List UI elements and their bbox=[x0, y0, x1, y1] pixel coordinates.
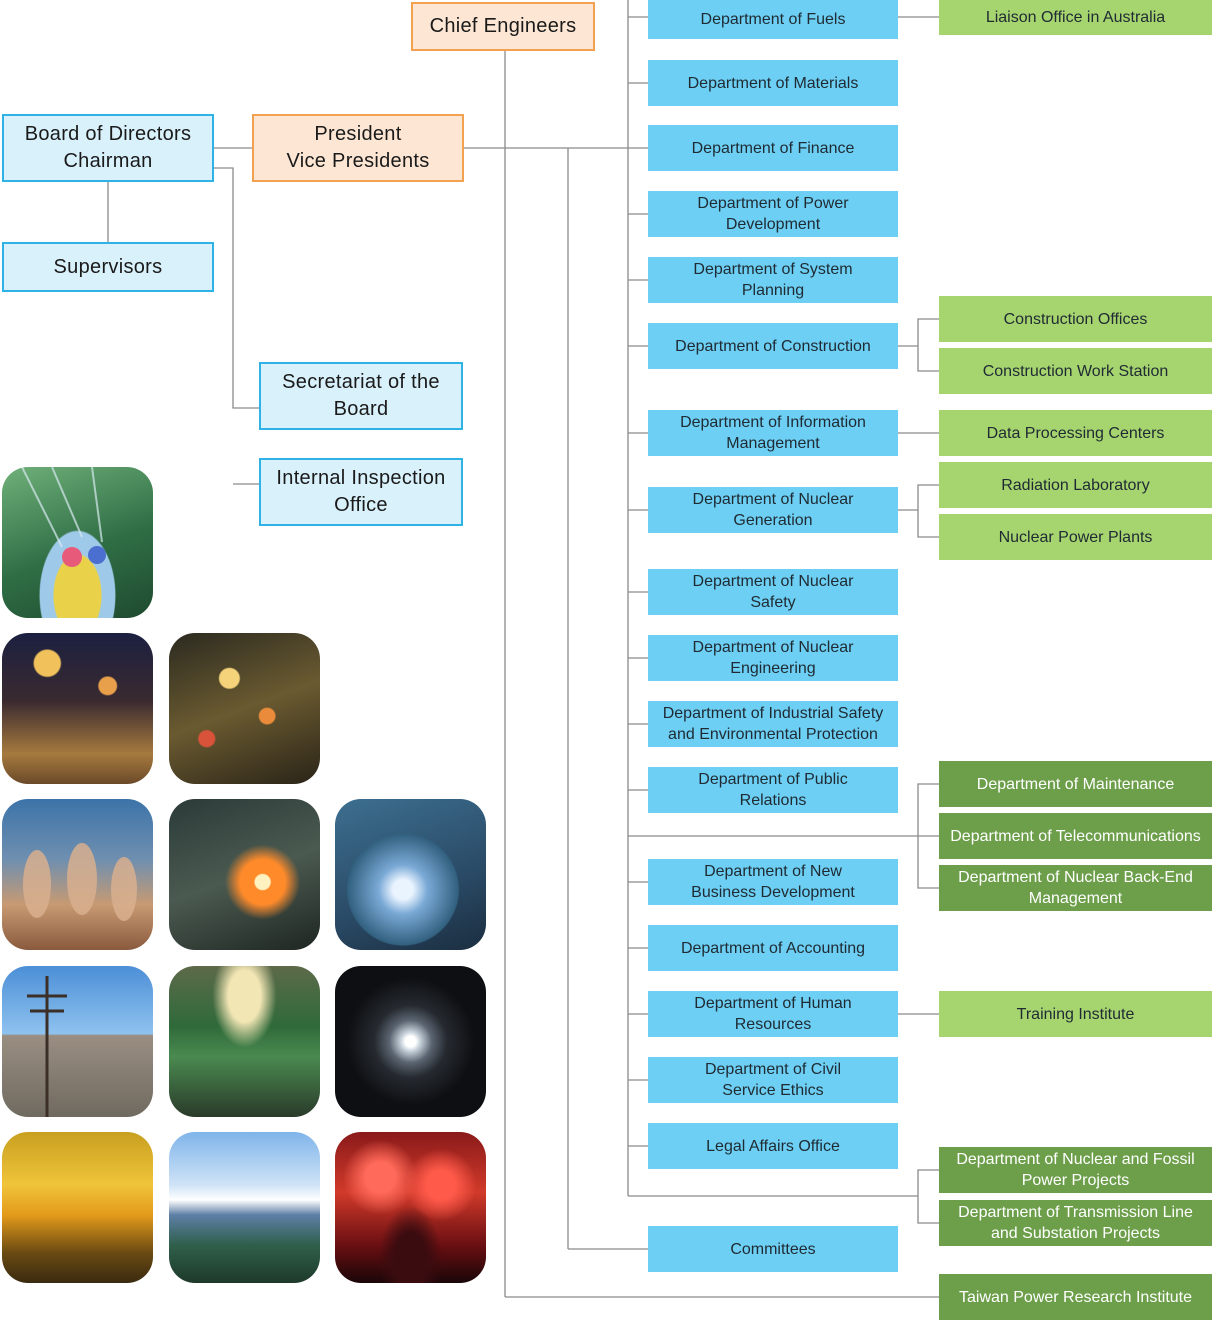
department-box: Department of Construction bbox=[648, 323, 898, 369]
research-institute-box: Taiwan Power Research Institute bbox=[939, 1274, 1212, 1320]
nuclear-power-plants-box: Nuclear Power Plants bbox=[939, 514, 1212, 560]
welder-photo bbox=[169, 799, 320, 950]
department-box: Department of Public Relations bbox=[648, 767, 898, 813]
department-box: Department of Information Management bbox=[648, 410, 898, 456]
radiation-laboratory-box: Radiation Laboratory bbox=[939, 462, 1212, 508]
sunset-turbines-photo bbox=[2, 1132, 153, 1283]
internal-inspection-box: Internal Inspection Office bbox=[259, 458, 463, 526]
mountain-clouds-photo bbox=[169, 1132, 320, 1283]
data-processing-centers-box: Data Processing Centers bbox=[939, 410, 1212, 456]
amusement-swing-photo bbox=[2, 467, 153, 618]
secretariat-box: Secretariat of the Board bbox=[259, 362, 463, 430]
night-market-crowd-photo bbox=[169, 633, 320, 784]
maintenance-box: Department of Maintenance bbox=[939, 761, 1212, 807]
department-box: Department of Finance bbox=[648, 125, 898, 171]
construction-work-station-box: Construction Work Station bbox=[939, 348, 1212, 394]
control-room-photo bbox=[169, 966, 320, 1117]
department-box: Department of New Business Development bbox=[648, 859, 898, 905]
folk-dancers-photo bbox=[2, 799, 153, 950]
department-box: Department of Nuclear Engineering bbox=[648, 635, 898, 681]
department-box: Department of Fuels bbox=[648, 0, 898, 39]
department-box: Department of Nuclear Generation bbox=[648, 487, 898, 533]
department-box: Department of Accounting bbox=[648, 925, 898, 971]
utility-pole-photo bbox=[2, 966, 153, 1117]
red-light-tunnel-photo bbox=[335, 1132, 486, 1283]
nuclear-fossil-projects-box: Department of Nuclear and Fossil Power P… bbox=[939, 1147, 1212, 1193]
reactor-interior-photo bbox=[335, 966, 486, 1117]
president-box: President Vice Presidents bbox=[252, 114, 464, 182]
department-box: Department of Civil Service Ethics bbox=[648, 1057, 898, 1103]
telecommunications-box: Department of Telecommunications bbox=[939, 813, 1212, 859]
department-box: Department of Materials bbox=[648, 60, 898, 106]
transmission-projects-box: Department of Transmission Line and Subs… bbox=[939, 1200, 1212, 1246]
liaison-office-box: Liaison Office in Australia bbox=[939, 0, 1212, 35]
glass-globe-photo bbox=[335, 799, 486, 950]
board-of-directors-box: Board of Directors Chairman bbox=[2, 114, 214, 182]
department-box: Department of Power Development bbox=[648, 191, 898, 237]
department-box: Department of Nuclear Safety bbox=[648, 569, 898, 615]
department-box: Legal Affairs Office bbox=[648, 1123, 898, 1169]
chief-engineers-box: Chief Engineers bbox=[411, 2, 595, 51]
construction-offices-box: Construction Offices bbox=[939, 296, 1212, 342]
department-box: Department of Human Resources bbox=[648, 991, 898, 1037]
night-market-photo bbox=[2, 633, 153, 784]
department-box: Department of Industrial Safety and Envi… bbox=[648, 701, 898, 747]
committees-box: Committees bbox=[648, 1226, 898, 1272]
training-institute-box: Training Institute bbox=[939, 991, 1212, 1037]
nuclear-back-end-box: Department of Nuclear Back-End Managemen… bbox=[939, 865, 1212, 911]
supervisors-box: Supervisors bbox=[2, 242, 214, 292]
department-box: Department of System Planning bbox=[648, 257, 898, 303]
